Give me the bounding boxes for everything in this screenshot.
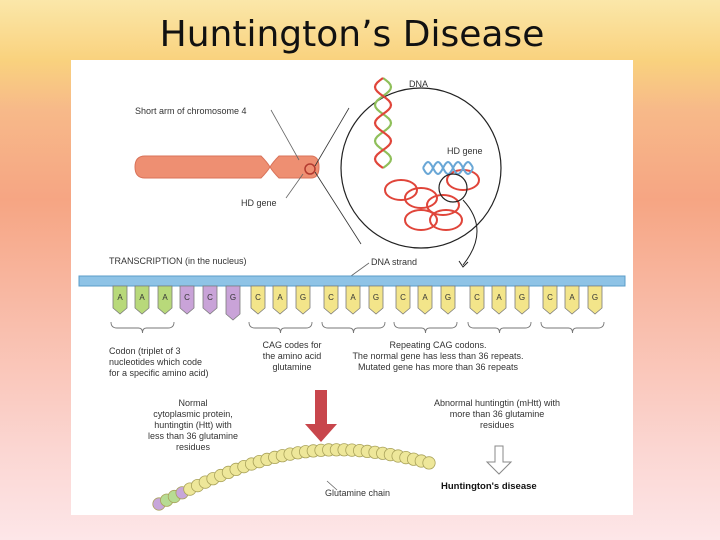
codon-brace [393,321,458,334]
nucleotide-letter: C [328,293,334,302]
nucleotide [395,285,411,315]
nucleotide-letter: G [230,293,236,302]
nucleotide [514,285,530,315]
zoom-line-bottom [314,171,362,245]
huntington-diagram: A A A C C G C A G C A G C A G C A G C A G Short arm of chrom… [71,60,633,515]
nucleotide-letter: C [255,293,261,302]
helix-coil [404,209,438,231]
nucleotide [440,285,456,315]
hd-gene-segment [422,160,474,176]
nucleotide-letter: G [300,293,306,302]
helix-coil [404,187,438,209]
gene-callout-arrow [462,199,478,266]
nucleotide [179,285,195,315]
label-hd-gene-lower: HD gene [241,198,277,208]
nucleotide-letter: A [350,293,356,302]
chain-leader [326,480,338,491]
nucleotide [542,285,558,315]
hd-gene-segment [422,160,474,176]
nucleotide-letter: C [207,293,213,302]
nucleotide [564,285,580,315]
nucleotide-letter: A [162,293,168,302]
nucleotide [491,285,507,315]
nucleotide-letter: C [474,293,480,302]
label-glutamine-chain: Glutamine chain [325,488,391,498]
outcome-arrow [485,445,513,475]
label-transcription: TRANSCRIPTION (in the nucleus) [109,256,247,266]
helix-coil [384,179,418,201]
label-chromosome-arm: Short arm of chromosome 4 [135,106,247,116]
slide-title: Huntington’s Disease [159,14,545,55]
amino-acid-bead [422,456,436,470]
nucleotide [295,285,311,315]
nucleotide-letter: A [117,293,123,302]
nucleotide-letter: C [184,293,190,302]
nucleotide [345,285,361,315]
gene-callout-arrowhead [458,260,469,268]
chromosome [134,155,320,179]
nucleotide [587,285,603,315]
nucleotide [417,285,433,315]
helix-coil [426,194,460,216]
nucleotide-letter: G [445,293,451,302]
helix-coil [429,209,463,231]
nucleotide-letter: A [569,293,575,302]
zoom-circle [340,87,502,249]
codon-brace [110,321,175,334]
nucleotide-letter: G [592,293,598,302]
label-dna: DNA [409,79,429,89]
label-leader-chromosome [270,109,300,161]
nucleotide [225,285,241,321]
strand-leader [350,262,370,277]
nucleotide-letter: C [547,293,553,302]
label-codon-note: Codon (triplet of 3 nucleotides which co… [109,346,209,378]
label-repeating-note: Repeating CAG codons. The normal gene ha… [352,340,524,372]
glutamine-bead-chain [152,443,436,511]
zoom-line-top [314,107,350,167]
nucleotide [323,285,339,315]
hd-locus-marker [304,163,316,175]
nucleotide-letter: G [519,293,525,302]
label-leader-hd-gene [285,173,304,199]
nucleotide-letter: A [422,293,428,302]
nucleotide [250,285,266,315]
nucleotide-letter: C [400,293,406,302]
hd-gene-circle [438,173,468,203]
codon-brace [248,321,313,334]
nucleotide-letter: A [139,293,145,302]
dna-helix [373,77,480,231]
label-abnormal-protein: Abnormal huntingtin (mHtt) with more tha… [433,398,561,430]
label-outcome: Huntington's disease [441,481,537,492]
nucleotide [202,285,218,315]
codon-brace [540,321,605,334]
codon-brace [321,321,386,334]
label-cag-note: CAG codes for the amino acid glutamine [262,340,322,372]
label-dna-strand: DNA strand [371,257,418,267]
nucleotide [368,285,384,315]
dna-strand [78,275,626,287]
nucleotide-letter: G [373,293,379,302]
nucleotide-letter: A [496,293,502,302]
codon-braces [110,321,605,334]
label-hd-gene-upper: HD gene [447,146,483,156]
translation-arrow [305,390,337,442]
nucleotide [112,285,128,315]
nucleotide [157,285,173,315]
helix-strand-red [373,77,393,169]
label-normal-protein: Normal cytoplasmic protein, huntingtin (… [147,398,239,452]
nucleotide [134,285,150,315]
codon-brace [467,321,532,334]
nucleotide [469,285,485,315]
nucleotide-letter: A [277,293,283,302]
helix-strand-green [373,77,393,169]
nucleotide [272,285,288,315]
